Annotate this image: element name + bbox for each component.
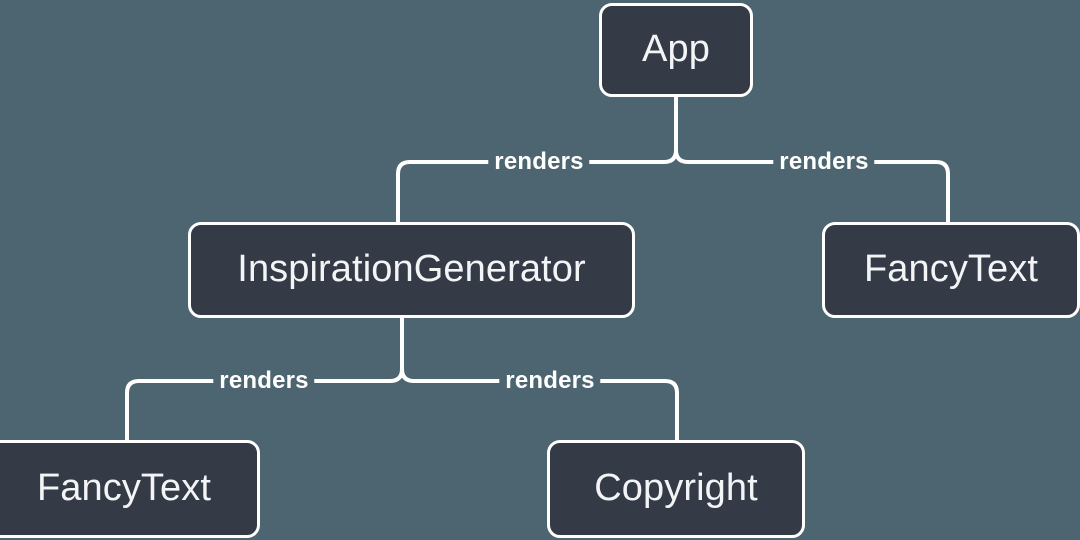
node-fancytext-right-label: FancyText — [863, 248, 1039, 290]
node-app-label: App — [642, 28, 710, 70]
node-inspiration-generator-label: InspirationGenerator — [237, 248, 586, 290]
edge-inspirationgenerator-to-fancytext-bottom — [125, 379, 390, 440]
node-fancytext-right[interactable]: FancyText — [822, 222, 1080, 318]
edge-inspirationgenerator-stem-right — [400, 368, 415, 383]
node-copyright[interactable]: Copyright — [547, 440, 805, 538]
edge-label-inspirationgenerator-to-fancytext-bottom: renders — [213, 369, 315, 393]
node-copyright-label: Copyright — [594, 467, 758, 509]
node-fancytext-bottom-label: FancyText — [36, 467, 212, 509]
node-app[interactable]: App — [599, 3, 753, 97]
edge-app-to-fancytext-right — [688, 160, 950, 222]
edge-label-inspirationgenerator-to-copyright: renders — [499, 369, 601, 393]
edge-label-app-to-fancytext-right: renders — [773, 150, 875, 174]
edge-app-to-inspirationgenerator — [396, 160, 664, 222]
node-fancytext-bottom[interactable]: FancyText — [0, 440, 260, 538]
edge-app-stem-right — [674, 149, 689, 164]
edge-label-app-to-inspirationgenerator: renders — [488, 150, 590, 174]
edge-inspirationgenerator-to-copyright — [414, 379, 679, 440]
node-inspiration-generator[interactable]: InspirationGenerator — [188, 222, 635, 318]
